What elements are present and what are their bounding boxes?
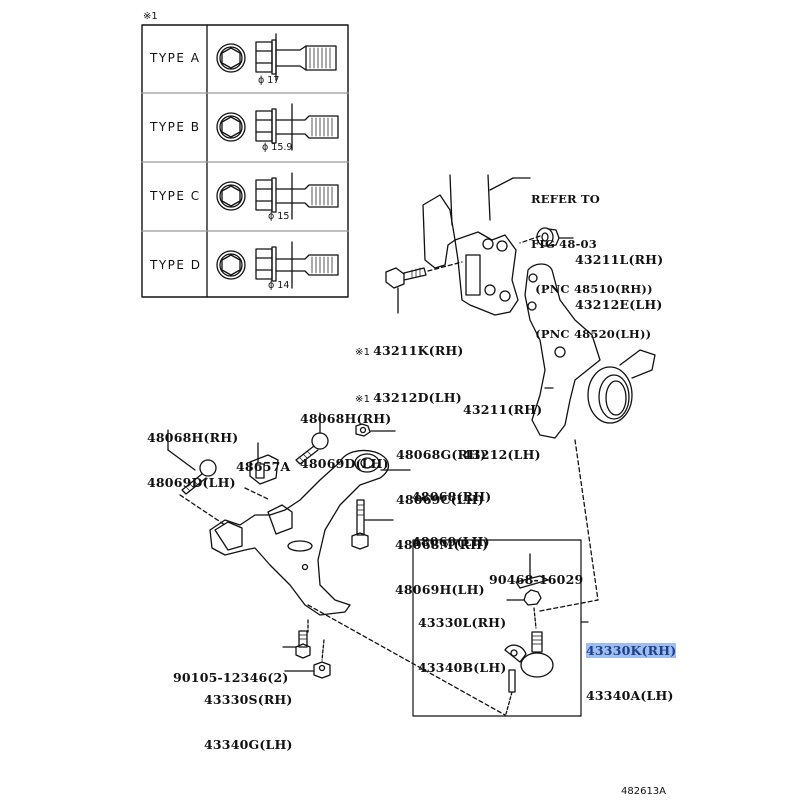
part-number: 48068H(RH)	[300, 411, 392, 426]
part-number: 48068G(RH)	[396, 447, 487, 462]
refer-line-1: REFER TO	[531, 192, 600, 206]
type-a-diameter: ϕ 17	[258, 75, 280, 86]
hub-bolt-type-c-icon	[216, 172, 339, 220]
lower-arm-bolt-48068m-icon	[351, 499, 394, 550]
hub-bolt-type-a-icon	[216, 33, 337, 81]
part-number: 43340B(LH)	[418, 660, 507, 675]
ball-joint-icon	[504, 631, 554, 715]
callout-cotter-pin[interactable]: 90468-16029	[489, 542, 583, 602]
hub-bolt-type-b-icon	[216, 103, 339, 151]
callout-knuckle[interactable]: 43211(RH) 43212(LH)	[463, 372, 542, 477]
callout-bracket[interactable]: 48657A	[236, 429, 290, 489]
figure-number: 482613A	[621, 786, 667, 797]
part-number: 43340G(LH)	[204, 737, 293, 752]
strut-bracket-icon	[422, 174, 541, 316]
part-number: 43330L(RH)	[418, 615, 507, 630]
part-number: 43330S(RH)	[204, 692, 293, 707]
refer-line-2: FIG 48-03	[531, 237, 597, 251]
part-number: 48069D(LH)	[147, 475, 236, 490]
part-number: 90468-16029	[489, 572, 584, 587]
table-note-mark: ※1	[143, 11, 158, 22]
part-number: 48069(LH)	[412, 534, 490, 549]
castle-nut-icon	[506, 589, 542, 629]
part-number: 43212(LH)	[463, 447, 541, 462]
strut-bolt-icon	[385, 261, 463, 314]
ball-joint-detail-box	[412, 539, 582, 717]
type-b-label: TYPE B	[150, 120, 201, 134]
part-number: 43212E(LH)	[575, 297, 663, 312]
callout-lower-arm[interactable]: 48068(RH) 48069(LH)	[412, 459, 491, 564]
callout-bolt-left[interactable]: 48068H(RH) 48069D(LH)	[147, 400, 238, 505]
part-number: 43211(RH)	[463, 402, 543, 417]
ball-joint-bolt-icon	[282, 630, 311, 659]
callout-castle-nut[interactable]: 43330L(RH) 43340B(LH)	[418, 585, 506, 690]
part-number: 43211L(RH)	[575, 252, 664, 267]
part-number: 43212D(LH)	[373, 390, 462, 405]
steering-knuckle-icon	[524, 263, 656, 601]
part-number: 48069H(LH)	[395, 582, 485, 597]
callout-43211l[interactable]: 43211L(RH) 43212E(LH)	[575, 222, 663, 327]
part-number: 48069C(LH)	[396, 492, 484, 507]
callout-ball-joint[interactable]: 43330K(RH) 43340A(LH)	[586, 613, 677, 718]
cotter-pin-icon	[515, 553, 549, 589]
note-mark: ※1	[355, 347, 371, 358]
refer-to-callout[interactable]: REFER TO FIG 48-03 (PNC 48510(RH)) (PNC …	[531, 162, 653, 357]
type-d-label: TYPE D	[150, 258, 202, 272]
flange-nut-icon	[536, 227, 560, 247]
type-a-label: TYPE A	[150, 51, 201, 65]
part-number: 43340A(LH)	[586, 688, 674, 703]
hub-bolt-type-d-icon	[216, 241, 339, 289]
part-number: 48068H(RH)	[147, 430, 239, 445]
lower-arm-bolt-left-icon	[167, 429, 226, 526]
callout-90105[interactable]: 90105-12346(2)	[173, 640, 289, 700]
nut-48068g-icon	[355, 423, 396, 437]
refer-line-4: (PNC 48520(LH))	[531, 327, 652, 341]
lower-arm-bolt-center-icon	[295, 412, 329, 465]
ball-joint-nut-icon	[284, 639, 331, 679]
part-number: 90105-12346(2)	[173, 670, 289, 685]
callout-48068g[interactable]: 48068G(RH) 48069C(LH)	[396, 417, 486, 522]
part-number: 48657A	[236, 459, 291, 474]
bracket-48657a-icon	[244, 442, 279, 501]
note-mark: ※1	[355, 394, 371, 405]
part-number: 48068M(RH)	[395, 537, 489, 552]
part-number: 43211K(RH)	[373, 343, 464, 358]
type-b-diameter: ϕ 15.9	[262, 142, 293, 153]
callout-43330s[interactable]: 43330S(RH) 43340G(LH)	[204, 662, 293, 767]
part-number-highlighted[interactable]: 43330K(RH)	[586, 643, 677, 658]
part-number: 48069D(LH)	[300, 456, 389, 471]
part-number: 48068(RH)	[412, 489, 492, 504]
type-c-diameter: ϕ 15	[268, 211, 290, 222]
callout-bolt-center[interactable]: 48068H(RH) 48069D(LH)	[300, 381, 391, 486]
lower-control-arm-icon	[209, 449, 506, 716]
refer-line-3: (PNC 48510(RH))	[531, 282, 653, 296]
refer-leader-line	[489, 177, 514, 191]
bolt-type-table	[141, 24, 349, 298]
callout-48068m[interactable]: 48068M(RH) 48069H(LH)	[395, 507, 488, 612]
knuckle-to-ball-joint-line	[539, 599, 599, 612]
type-c-label: TYPE C	[150, 189, 201, 203]
type-d-diameter: ϕ 14	[268, 280, 290, 291]
